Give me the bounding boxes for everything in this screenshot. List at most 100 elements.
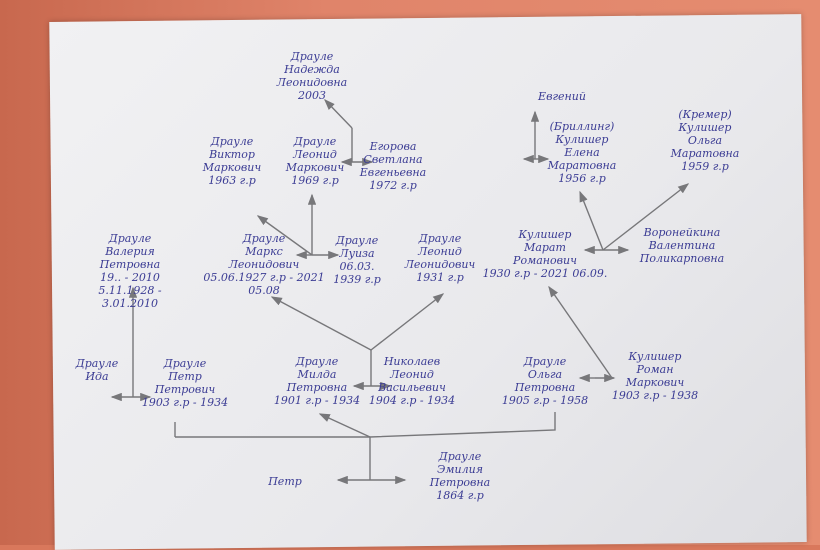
- person-text-line: (Кремер): [678, 108, 732, 121]
- person-text-line: Леонид: [293, 148, 337, 161]
- person-text-line: Евгеньевна: [359, 166, 427, 179]
- person-text-line: Драуле: [295, 355, 339, 368]
- person-text-line: 1972 г.р: [369, 179, 417, 192]
- person-text-line: Петровна: [286, 381, 348, 394]
- person-text-line: Маратовна: [547, 159, 617, 172]
- person-text-line: Петр: [168, 370, 202, 383]
- person-text-line: 1959 г.р: [681, 160, 729, 173]
- person-text-line: Маркович: [202, 161, 262, 174]
- person-text-line: Леонидович: [228, 258, 300, 271]
- person-text-line: 05.06.1927 г.р - 2021: [203, 271, 325, 284]
- person-text-line: Надежда: [284, 63, 340, 76]
- person-text-line: 1905 г.р - 1958: [501, 394, 589, 407]
- person-text-line: 5.11.1928 -: [98, 284, 162, 297]
- person-text-line: Егорова: [369, 140, 417, 153]
- person-text-line: Маратовна: [670, 147, 740, 160]
- person-text-line: Ольга: [527, 368, 563, 381]
- person-text-line: Петрович: [154, 383, 216, 396]
- person-text-line: Драуле: [75, 357, 119, 370]
- person-text-line: 1903 г.р - 1938: [611, 389, 699, 402]
- person-text-line: 1930 г.р - 2021 06.09.: [482, 267, 608, 280]
- person-text-line: Леонидовна: [276, 76, 348, 89]
- person-text-line: Светлана: [363, 153, 423, 166]
- person-text-line: Леонид: [418, 245, 462, 258]
- person-text-line: Милда: [297, 368, 337, 381]
- person-text-line: Кулишер: [628, 350, 682, 363]
- person-text-line: Валерия: [105, 245, 155, 258]
- person-text-line: Драуле: [108, 232, 152, 245]
- person-text-line: Маркович: [625, 376, 685, 389]
- person-text-line: Драуле: [335, 234, 379, 247]
- person-text-line: Петр: [268, 475, 302, 488]
- person-text-line: Леонид: [390, 368, 434, 381]
- person-text-line: Валентина: [648, 239, 716, 252]
- line-children-bar: [175, 412, 556, 438]
- person-text-line: Воронейкина: [643, 226, 721, 239]
- person-text-line: Драуле: [293, 135, 337, 148]
- person-text-line: Евгений: [538, 90, 586, 103]
- person-text-line: Елена: [564, 146, 600, 159]
- person-text-line: Маркс: [245, 245, 283, 258]
- person-text-line: Марат: [524, 241, 566, 254]
- person-text-line: Петровна: [429, 476, 491, 489]
- person-text-line: 05.08: [248, 284, 280, 297]
- person-text-line: Петровна: [514, 381, 576, 394]
- person-text-line: Васильевич: [378, 381, 446, 394]
- person-text-line: Эмилия: [437, 463, 483, 476]
- person-text-line: Ида: [85, 370, 109, 383]
- person-text-line: Роман: [636, 363, 674, 376]
- person-text-line: (Бриллинг): [549, 120, 615, 133]
- person-text-line: Маркович: [285, 161, 345, 174]
- person-text-line: 19.. - 2010: [100, 271, 160, 284]
- person-text-line: 06.03.: [339, 260, 375, 273]
- person-text-line: 1939 г.р: [333, 273, 381, 286]
- person-text-line: Ольга: [687, 134, 723, 147]
- person-text-line: Леонидович: [404, 258, 476, 271]
- person-text-line: Виктор: [209, 148, 255, 161]
- person-text-line: Драуле: [290, 50, 334, 63]
- person-text-line: 1904 г.р - 1934: [368, 394, 456, 407]
- person-text-line: Драуле: [163, 357, 207, 370]
- person-text-line: 2003: [297, 89, 326, 102]
- person-text-line: Луиза: [339, 247, 375, 260]
- person-text-line: 3.01.2010: [102, 297, 158, 310]
- person-petr: Петр: [268, 475, 302, 488]
- person-text-line: Драуле: [418, 232, 462, 245]
- person-text-line: 1901 г.р - 1934: [273, 394, 361, 407]
- person-text-line: 1963 г.р: [208, 174, 256, 187]
- person-text-line: Драуле: [523, 355, 567, 368]
- person-text-line: Петровна: [99, 258, 161, 271]
- person-text-line: 1931 г.р: [416, 271, 464, 284]
- person-evgeny: Евгений: [538, 90, 586, 103]
- person-text-line: 1969 г.р: [291, 174, 339, 187]
- person-text-line: Драуле: [242, 232, 286, 245]
- person-text-line: Поликарповна: [639, 252, 725, 265]
- person-text-line: Кулишер: [678, 121, 732, 134]
- person-text-line: 1864 г.р: [436, 489, 484, 502]
- person-text-line: Драуле: [210, 135, 254, 148]
- person-text-line: Романович: [513, 254, 577, 267]
- person-text-line: 1956 г.р: [558, 172, 606, 185]
- person-text-line: Николаев: [383, 355, 441, 368]
- person-text-line: Драуле: [438, 450, 482, 463]
